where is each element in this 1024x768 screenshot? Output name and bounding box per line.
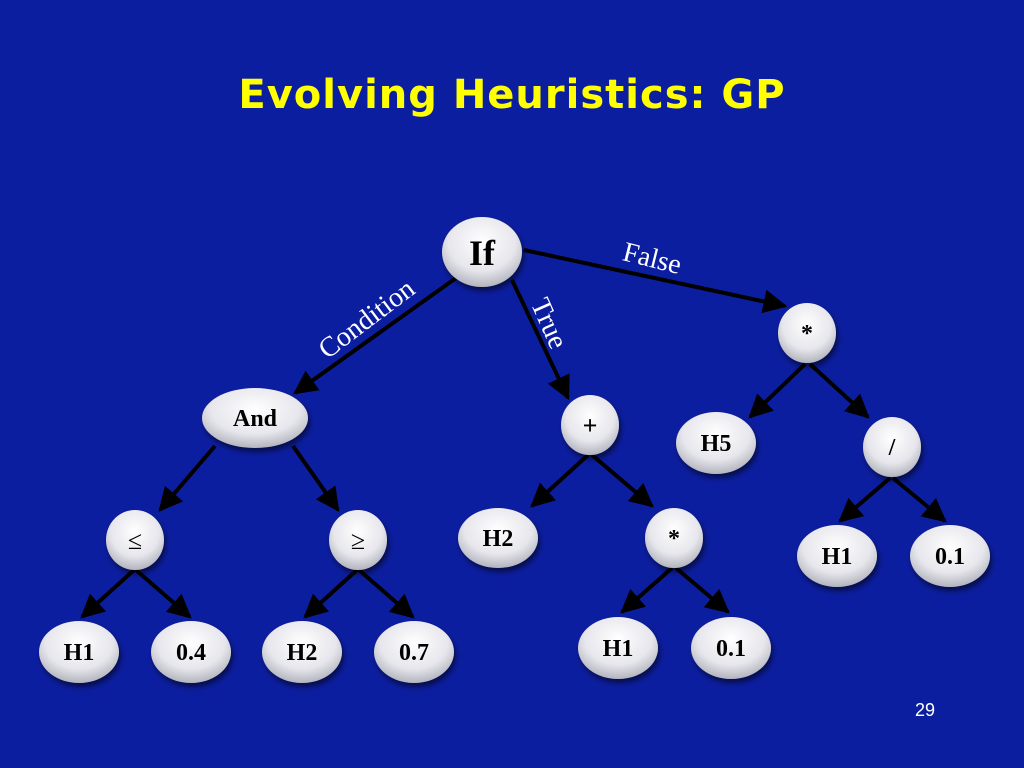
edge-if-and: [293, 276, 458, 395]
node-h1-c-label: H1: [822, 544, 853, 570]
node-h1-a-label: H1: [64, 640, 95, 666]
edge-le-h1: [80, 568, 136, 619]
node-h2-a-label: H2: [287, 640, 318, 666]
node-times-false-label: *: [801, 321, 813, 347]
node-h5-label: H5: [701, 431, 732, 457]
node-div: /: [863, 417, 921, 477]
node-h1-c: H1: [797, 525, 877, 587]
edge-times-h5: [748, 362, 807, 419]
node-h5: H5: [676, 412, 756, 474]
edge-if-times: [523, 248, 788, 314]
edge-if-plus: [510, 279, 570, 401]
node-07-label: 0.7: [399, 640, 429, 666]
node-01-a-label: 0.1: [716, 636, 746, 662]
node-h2-b: H2: [458, 508, 538, 568]
node-h1-b-label: H1: [603, 636, 634, 662]
edge-times-div: [808, 362, 870, 419]
node-h1-a: H1: [39, 621, 119, 683]
node-and: And: [202, 388, 308, 448]
node-h2-b-label: H2: [483, 526, 514, 552]
edge-times-01: [674, 566, 730, 614]
edge-div-01: [891, 476, 947, 523]
edge-div-h1: [838, 476, 892, 523]
edge-plus-h2: [530, 453, 590, 508]
edge-and-ge: [291, 444, 340, 512]
node-ge: ≥: [329, 510, 387, 570]
edge-label-condition: Condition: [313, 273, 421, 365]
edge-and-le: [158, 444, 217, 512]
edge-ge-07: [357, 568, 415, 619]
edge-times-h1: [620, 566, 674, 614]
node-04-label: 0.4: [176, 640, 206, 666]
node-ge-label: ≥: [351, 526, 365, 555]
node-07: 0.7: [374, 621, 454, 683]
edge-plus-times: [590, 453, 654, 508]
node-h1-b: H1: [578, 617, 658, 679]
node-01-b: 0.1: [910, 525, 990, 587]
node-le-label: ≤: [128, 526, 142, 555]
node-times-false: *: [778, 303, 836, 363]
node-01-a: 0.1: [691, 617, 771, 679]
tree-edges: [80, 248, 947, 619]
node-04: 0.4: [151, 621, 231, 683]
page-number: 29: [914, 700, 936, 720]
node-if-label: If: [469, 233, 496, 273]
node-plus: +: [561, 395, 619, 455]
node-if: If: [442, 217, 522, 287]
node-le: ≤: [106, 510, 164, 570]
slide-title: Evolving Heuristics: GP: [238, 72, 786, 118]
node-01-b-label: 0.1: [935, 544, 965, 570]
edge-le-04: [134, 568, 192, 619]
node-times-true: *: [645, 508, 703, 568]
node-times-true-label: *: [668, 526, 680, 552]
node-plus-label: +: [583, 411, 598, 440]
node-h2-a: H2: [262, 621, 342, 683]
node-and-label: And: [233, 406, 278, 432]
edge-ge-h2: [303, 568, 359, 619]
node-div-label: /: [888, 435, 896, 461]
